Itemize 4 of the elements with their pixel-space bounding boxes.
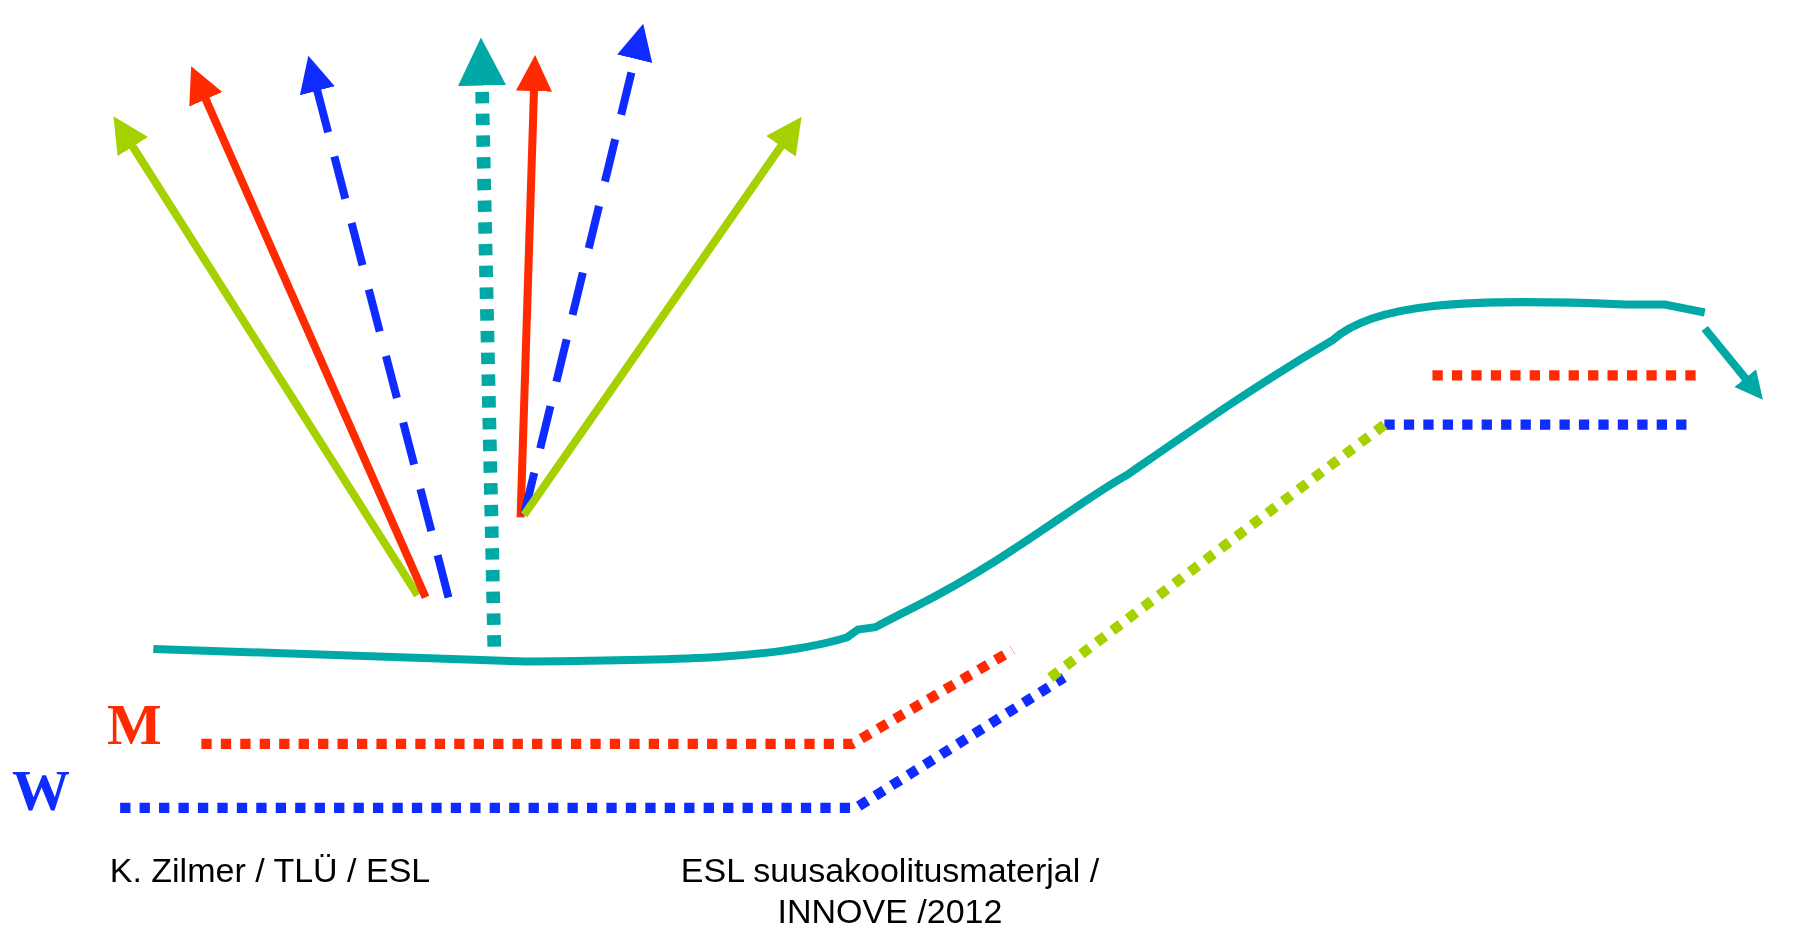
line-label: M xyxy=(107,691,163,759)
line-label: W xyxy=(12,757,71,825)
source-note: ESL suusakoolitusmaterjal / INNOVE /2012 xyxy=(679,850,1101,932)
author-note: K. Zilmer / TLÜ / ESL xyxy=(108,850,432,891)
